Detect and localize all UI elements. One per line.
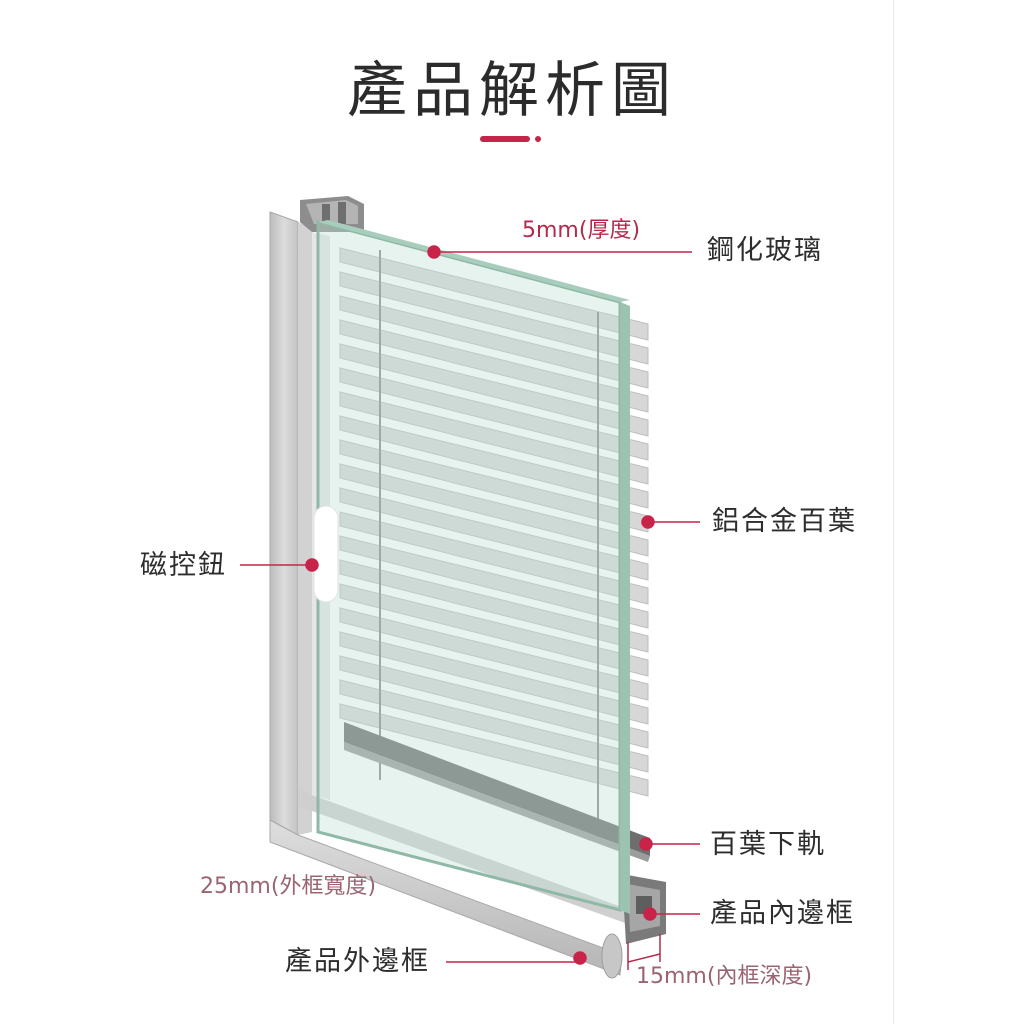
frame-width-label: 25mm(外框寬度) [200, 874, 377, 899]
top-profile [300, 196, 364, 232]
magnetic-knob-handle [313, 505, 339, 603]
page-title: 產品解析圖 [347, 56, 677, 126]
tempered-glass [316, 220, 630, 914]
magnetic-knob-label: 磁控鈕 [140, 550, 227, 581]
blind-slats [339, 247, 649, 797]
inner-frame-label: 產品內邊框 [710, 898, 855, 929]
bottom-rail-label: 百葉下軌 [710, 829, 826, 860]
inner-depth-label: 15mm(內框深度) [636, 964, 813, 989]
bottom-rail [344, 722, 650, 856]
title-underline-bar [480, 136, 530, 142]
inner-frame-profile [622, 874, 666, 944]
aluminum-blinds-label: 鋁合金百葉 [712, 506, 857, 537]
glass-thickness-label: 5mm(厚度) [522, 218, 641, 243]
annotation-lines [240, 245, 700, 965]
outer-frame-label: 產品外邊框 [285, 946, 430, 977]
title-underline-dot [535, 136, 541, 142]
tempered-glass-label: 鋼化玻璃 [707, 235, 823, 266]
ladder-cords [379, 250, 599, 842]
page-divider-line [893, 0, 894, 1024]
depth-dimension-marker [627, 934, 661, 970]
